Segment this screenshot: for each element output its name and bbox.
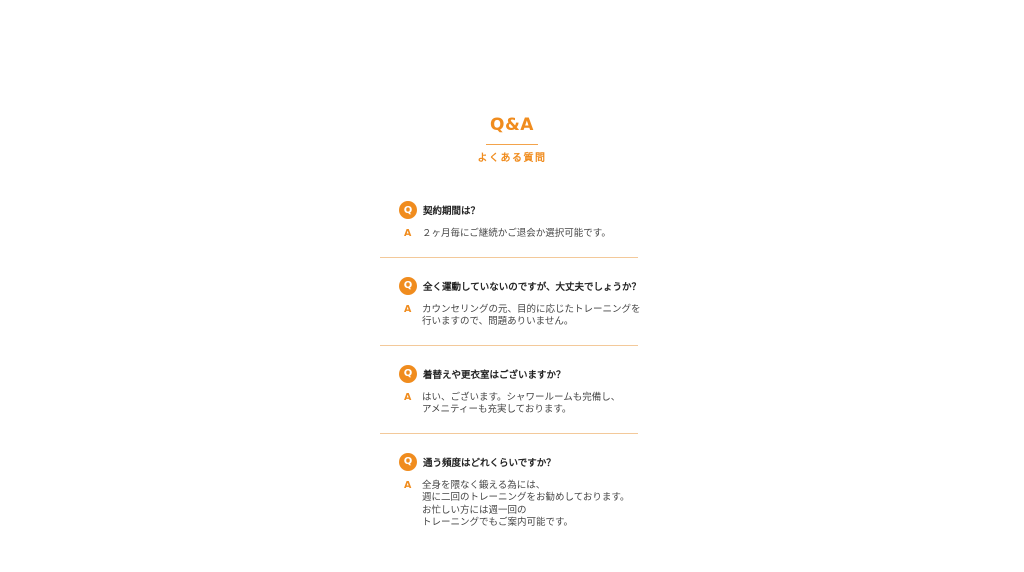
faq-answer-line: お忙しい方には週一回の — [422, 504, 527, 516]
faq-list: Q 契約期間は？ A ２ヶ月毎にご継続かご退会か選択可能です。 Q 全く運動して… — [380, 200, 642, 530]
answer-badge-icon: A — [404, 479, 412, 491]
faq-divider — [380, 432, 638, 434]
faq-item: Q 全く運動していないのですが、大丈夫でしょうか？ A カウンセリングの元、目的… — [380, 276, 642, 346]
faq-item: Q 通う頻度はどれくらいですか？ A 全身を隈なく鍛える為には、 週に二回のトレ… — [380, 452, 638, 530]
faq-answer-line: 全身を隈なく鍛える為には、 — [422, 479, 546, 491]
faq-question-row: Q 着替えや更衣室はございますか？ — [380, 364, 638, 384]
faq-answer-row: A カウンセリングの元、目的に応じたトレーニングを 行いますので、問題ありいませ… — [380, 303, 641, 329]
faq-answer-line: カウンセリングの元、目的に応じたトレーニングを — [422, 303, 641, 315]
faq-answer: 全身を隈なく鍛える為には、 週に二回のトレーニングをお勧めしております。 お忙し… — [422, 480, 629, 530]
faq-answer-line: 行いますので、問題ありいません。 — [422, 316, 574, 327]
title-underline — [486, 144, 538, 145]
question-badge-icon: Q — [399, 364, 417, 383]
page-subtitle: よくある質問 — [477, 153, 547, 164]
faq-answer-row: A ２ヶ月毎にご継続かご退会か選択可能です。 — [380, 228, 638, 241]
faq-item: Q 着替えや更衣室はございますか？ A はい、ございます。シャワールームも完備し… — [380, 364, 638, 434]
answer-badge-icon: A — [404, 228, 412, 239]
faq-answer-line: ２ヶ月毎にご継続かご退会か選択可能です。 — [422, 228, 611, 239]
faq-answer-line: アメニティーも充実しております。 — [422, 404, 572, 415]
faq-question: 契約期間は？ — [423, 206, 481, 217]
faq-header: Q&A よくある質問 — [0, 115, 1024, 165]
faq-answer-row: A はい、ございます。シャワールームも完備し、 アメニティーも充実しております。 — [380, 392, 638, 417]
faq-answer: ２ヶ月毎にご継続かご退会か選択可能です。 — [422, 228, 611, 241]
faq-question: 着替えや更衣室はございますか？ — [423, 369, 566, 381]
faq-question: 通う頻度はどれくらいですか？ — [423, 457, 556, 469]
faq-answer: カウンセリングの元、目的に応じたトレーニングを 行いますので、問題ありいません。 — [422, 304, 641, 329]
faq-answer-line: はい、ございます。シャワールームも完備し、 — [422, 391, 621, 403]
page-title: Q&A — [490, 115, 534, 135]
question-badge-icon: Q — [399, 452, 417, 471]
faq-answer-line: 週に二回のトレーニングをお勧めしております。 — [422, 492, 630, 503]
faq-question-row: Q 契約期間は？ — [380, 200, 638, 220]
faq-item: Q 契約期間は？ A ２ヶ月毎にご継続かご退会か選択可能です。 — [380, 200, 638, 258]
answer-badge-icon: A — [404, 303, 412, 315]
question-badge-icon: Q — [399, 276, 417, 295]
faq-answer: はい、ございます。シャワールームも完備し、 アメニティーも充実しております。 — [422, 392, 620, 417]
faq-answer-line: トレーニングでもご案内可能です。 — [422, 517, 574, 528]
question-badge-icon: Q — [399, 201, 417, 219]
faq-question: 全く運動していないのですが、大丈夫でしょうか？ — [423, 281, 642, 293]
faq-question-row: Q 通う頻度はどれくらいですか？ — [380, 452, 638, 472]
faq-question-row: Q 全く運動していないのですが、大丈夫でしょうか？ — [380, 276, 642, 296]
faq-divider — [380, 344, 638, 346]
faq-answer-row: A 全身を隈なく鍛える為には、 週に二回のトレーニングをお勧めしております。 お… — [380, 480, 638, 530]
answer-badge-icon: A — [404, 391, 412, 403]
faq-divider — [380, 256, 638, 258]
